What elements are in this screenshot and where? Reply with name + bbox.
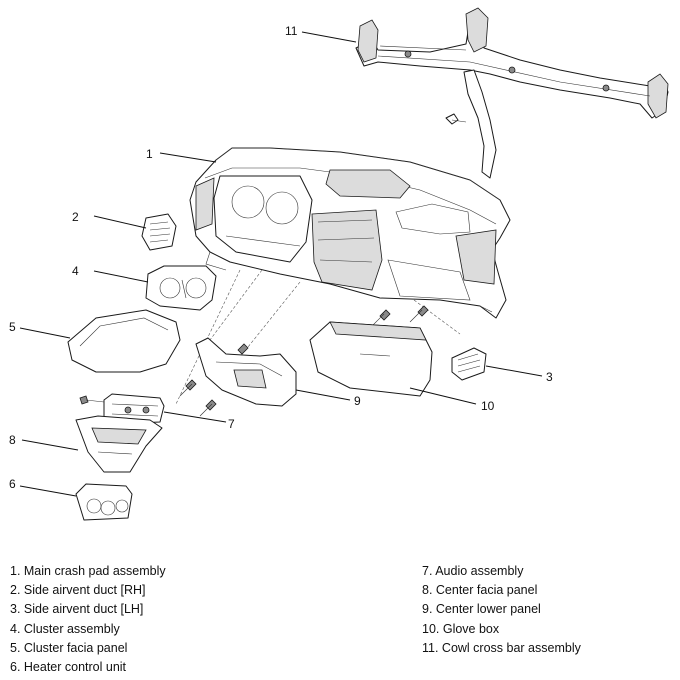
leader-lines: [19, 31, 543, 497]
legend-item-11: 11. Cowl cross bar assembly: [422, 640, 581, 655]
legend-left-column: 1. Main crash pad assembly 2. Side airve…: [10, 562, 166, 677]
legend-item-9: 9. Center lower panel: [422, 602, 541, 617]
legend-item-2: 2. Side airvent duct [RH]: [10, 583, 146, 598]
alignment-lines: [175, 269, 461, 405]
callout-7: 7: [228, 417, 235, 431]
legend-right-column: 7. Audio assembly 8. Center facia panel …: [422, 562, 581, 658]
cowl-cross-bar-assembly: [355, 7, 669, 179]
callout-4: 4: [72, 264, 79, 278]
main-crash-pad-assembly: [189, 147, 511, 319]
mounting-screws: [79, 305, 429, 417]
legend-item-5: 5. Cluster facia panel: [10, 640, 128, 655]
callout-9: 9: [354, 394, 361, 408]
legend-item-3: 3. Side airvent duct [LH]: [10, 602, 144, 617]
callout-8: 8: [9, 433, 16, 447]
callout-5: 5: [9, 320, 16, 334]
legend-item-1: 1. Main crash pad assembly: [10, 564, 166, 578]
callout-6: 6: [9, 477, 16, 491]
callout-1: 1: [146, 147, 153, 161]
callout-3: 3: [546, 370, 553, 384]
side-airvent-duct-lh: [451, 347, 487, 381]
legend-item-7: 7. Audio assembly: [422, 564, 524, 578]
center-facia-panel: [75, 415, 163, 473]
glove-box: [309, 321, 433, 397]
legend-item-4: 4. Cluster assembly: [10, 621, 120, 636]
legend-item-10: 10. Glove box: [422, 621, 500, 636]
callout-2: 2: [72, 210, 79, 224]
center-lower-panel: [195, 337, 297, 407]
side-airvent-duct-rh: [141, 213, 177, 251]
exploded-parts-diagram: 1 2 4 5 3 9 10 7 8 6 11: [9, 7, 669, 521]
legend-item-6: 6. Heater control unit: [10, 660, 127, 675]
heater-control-unit: [75, 483, 133, 521]
cluster-assembly: [145, 265, 217, 311]
cluster-facia-panel: [67, 309, 181, 373]
callout-11: 11: [285, 24, 298, 38]
legend-item-8: 8. Center facia panel: [422, 583, 538, 598]
callout-10: 10: [481, 399, 495, 413]
